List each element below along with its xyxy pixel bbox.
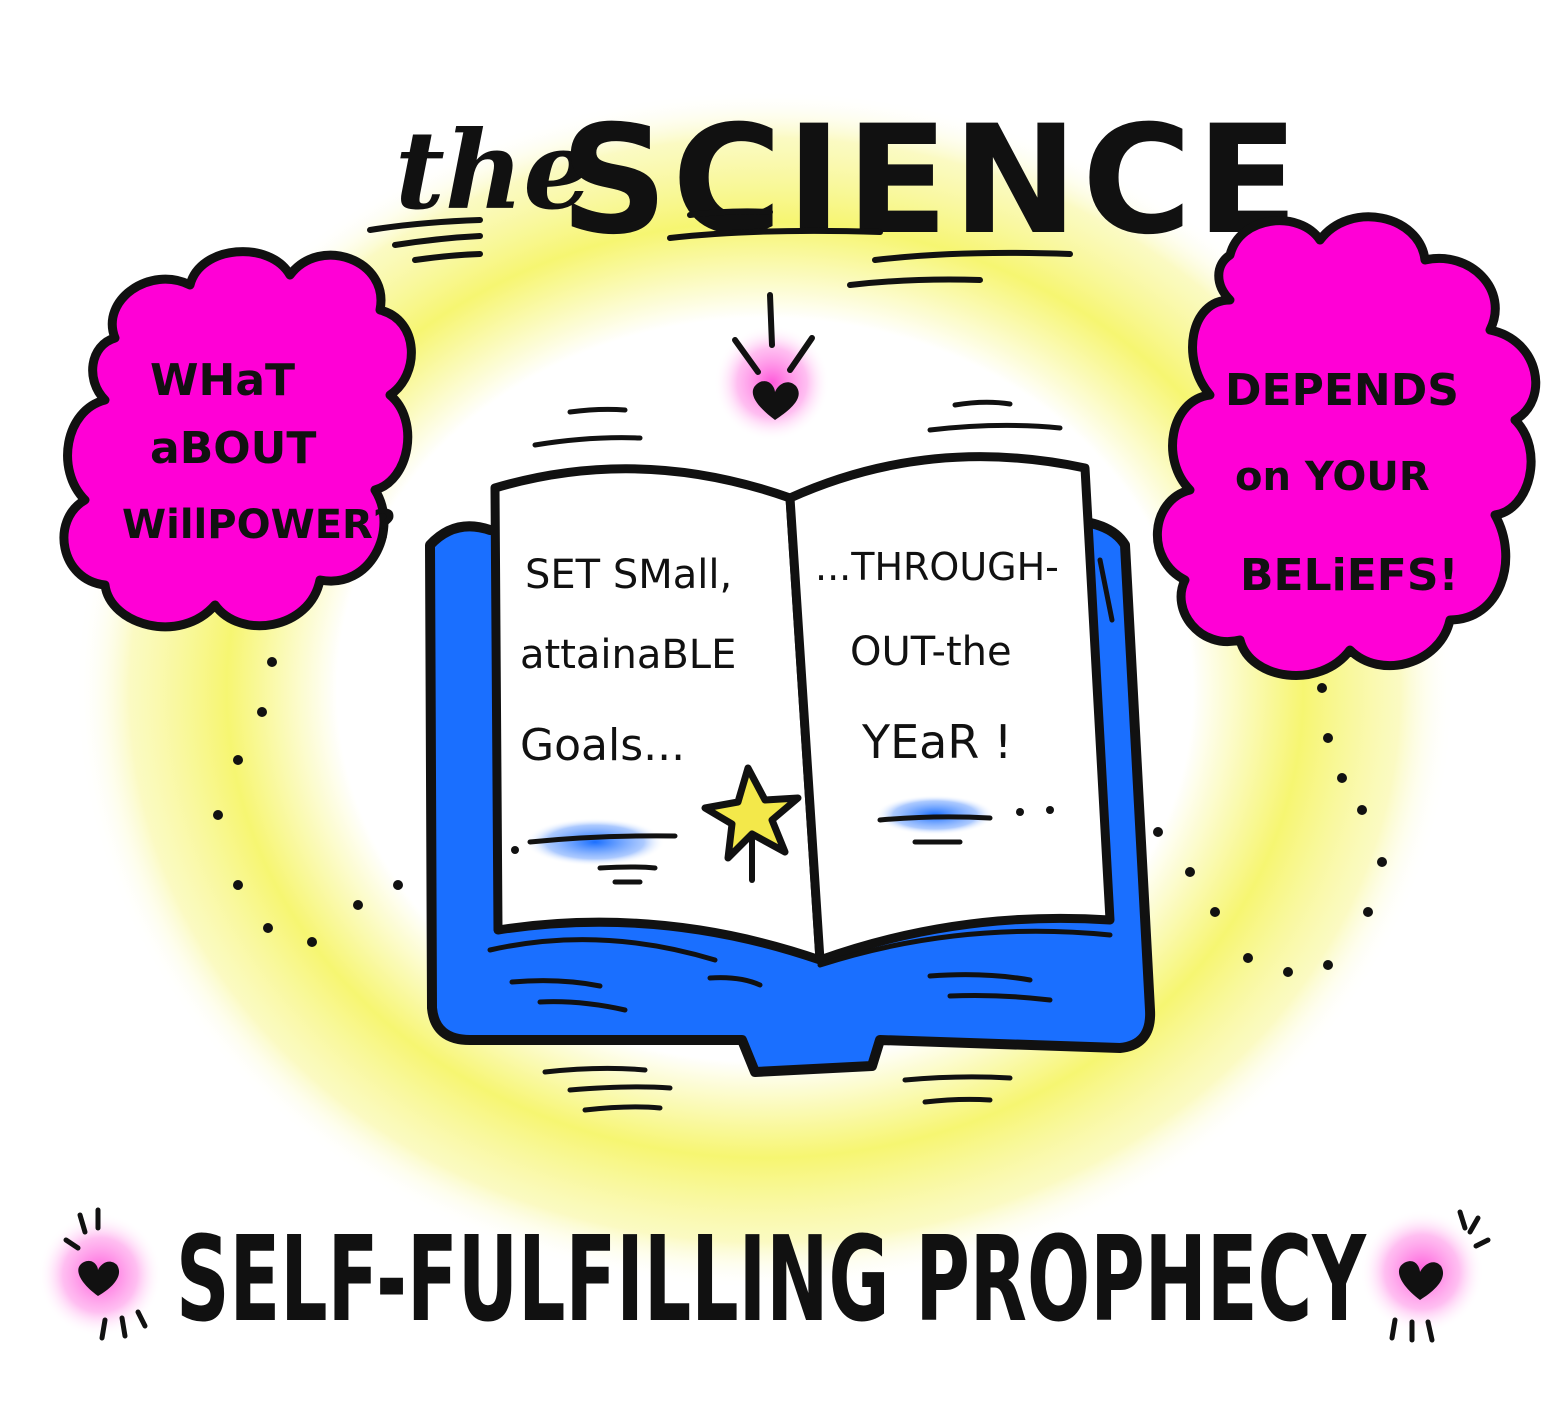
left-bubble-line-1: WHaT (150, 355, 295, 406)
right-bubble-line-1: DEPENDS (1225, 365, 1459, 416)
dotted-path-left (213, 657, 403, 947)
left-bubble-line-2: aBOUT (150, 423, 316, 474)
star-icon (701, 764, 802, 862)
right-bubble-line-3: BELiEFS! (1240, 550, 1459, 601)
right-page-line-2: OUT-the (850, 629, 1012, 675)
title: the SCIENCE (367, 94, 1302, 288)
heart-icon (1398, 1261, 1444, 1300)
left-page-line-2: attainaBLE (520, 632, 736, 678)
right-page-line-1: ...THROUGH- (815, 545, 1059, 589)
left-page-line-3: Goals... (520, 720, 685, 771)
dotted-path-right (1153, 683, 1387, 977)
title-main: SCIENCE (560, 94, 1302, 268)
right-page-line-3: YEaR ! (861, 715, 1012, 769)
heart-right-bottom (1360, 1209, 1491, 1343)
heart-icon (78, 1260, 120, 1296)
title-prefix: the (395, 108, 592, 234)
heart-left-bottom (38, 1207, 162, 1341)
heart-icon (752, 381, 799, 420)
right-thought-bubble: DEPENDS on YOUR BELiEFS! (1152, 212, 1541, 680)
sparkle-lines-icon (732, 292, 815, 375)
footer-title: SELF-FULFILLING PROPHECY (176, 1210, 1367, 1348)
heart-exclaim-top (714, 292, 830, 441)
right-bubble-line-2: on YOUR (1235, 454, 1430, 500)
book-icon: SET SMall, attainaBLE Goals... ...THROUG… (425, 399, 1156, 1113)
sparkle-lines-icon (63, 1207, 148, 1341)
sparkle-lines-icon (1389, 1209, 1491, 1343)
left-thought-bubble: WHaT aBOUT WillPOWER? (59, 247, 416, 632)
title-underline-strokes (367, 208, 1073, 288)
left-page-line-1: SET SMall, (525, 552, 732, 598)
left-bubble-line-3: WillPOWER? (122, 502, 396, 548)
